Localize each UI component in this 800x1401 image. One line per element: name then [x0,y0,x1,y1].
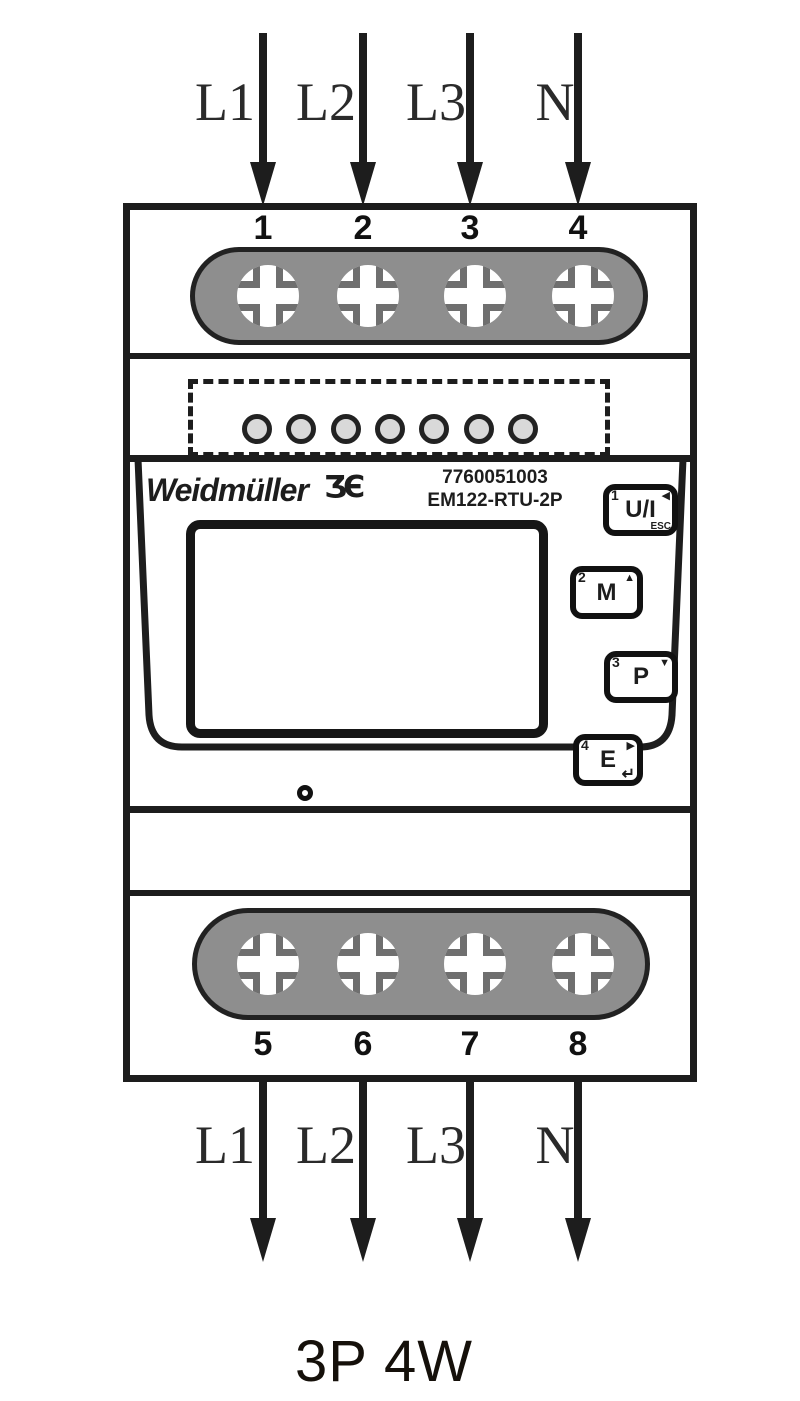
button-p[interactable]: 3 P ▼ [604,651,678,703]
button-e-enter[interactable]: 4 E ▶ ↵ [573,734,643,786]
article-number: 7760051003 [442,467,548,488]
output-label-l2: L2 [296,1115,356,1175]
section-divider [130,353,690,359]
device-identification: 7760051003 EM122-RTU-2P [402,466,588,512]
wire-out-l2 [359,1082,367,1222]
screw-terminal-7 [444,933,506,995]
button-label: P [632,663,649,690]
output-label-l3: L3 [406,1115,466,1175]
terminal-number-2: 2 [353,209,373,247]
terminal-number-4: 4 [568,209,588,247]
arrow-down-icon [565,162,591,206]
led-indicator [508,414,538,444]
arrow-down-icon [457,162,483,206]
output-label-l1: L1 [195,1115,255,1175]
triangle-down-icon: ▼ [659,657,670,669]
button-m[interactable]: 2 M ▲ [570,566,643,619]
terminal-block-top [190,247,648,345]
button-label: E [599,746,616,773]
led-indicator [331,414,361,444]
wire-out-l1 [259,1082,267,1222]
triangle-left-icon: ◀ [661,490,670,502]
terminal-number-3: 3 [460,209,480,247]
led-indicator [286,414,316,444]
led-indicator [242,414,272,444]
input-label-n: N [535,72,575,132]
terminal-block-bottom [192,908,650,1020]
brand-logotype: Weidmüller [146,472,309,508]
led-indicator [419,414,449,444]
screw-terminal-6 [337,933,399,995]
screw-terminal-2 [337,265,399,327]
led-indicator [375,414,405,444]
wire-in-n [574,33,582,165]
input-label-l1: L1 [195,72,255,132]
terminal-number-7: 7 [460,1025,480,1063]
input-label-l2: L2 [296,72,356,132]
led-indicator [464,414,494,444]
reset-pinhole [297,785,313,801]
wire-out-l3 [466,1082,474,1222]
output-label-n: N [535,1115,575,1175]
triangle-right-icon: ▶ [626,740,635,752]
terminal-number-8: 8 [568,1025,588,1063]
button-index: 4 [581,737,589,753]
terminal-number-1: 1 [253,209,273,247]
screw-terminal-8 [552,933,614,995]
arrow-down-icon [250,162,276,206]
terminal-number-5: 5 [253,1025,273,1063]
button-label: U/I [625,496,656,523]
model-number: EM122-RTU-2P [427,490,563,511]
wire-in-l1 [259,33,267,165]
arrow-down-icon [350,1218,376,1262]
input-label-l3: L3 [406,72,466,132]
face-top-edge [130,455,690,462]
lcd-display [186,520,548,738]
arrow-down-icon [250,1218,276,1262]
wire-in-l2 [359,33,367,165]
button-index: 3 [612,654,620,670]
wire-out-n [574,1082,582,1222]
wiring-configuration-caption: 3P 4W [294,1329,473,1394]
arrow-down-icon [565,1218,591,1262]
weidmueller-logo-icon: ƷЄ [324,470,365,505]
terminal-number-6: 6 [353,1025,373,1063]
faceplate-outline [134,458,687,751]
button-index: 1 [611,487,619,503]
screw-terminal-3 [444,265,506,327]
arrow-down-icon [350,162,376,206]
button-label: M [596,578,617,606]
button-index: 2 [578,569,586,585]
section-divider [130,890,690,896]
triangle-up-icon: ▲ [624,572,635,584]
led-window-frame [188,379,610,457]
button-ui-esc[interactable]: 1 U/I ◀ ESC [603,484,678,536]
esc-label: ESC [650,521,671,532]
enter-icon: ↵ [621,766,635,783]
screw-terminal-4 [552,265,614,327]
face-bottom-divider [130,806,690,813]
screw-terminal-1 [237,265,299,327]
wire-in-l3 [466,33,474,165]
arrow-down-icon [457,1218,483,1262]
screw-terminal-5 [237,933,299,995]
